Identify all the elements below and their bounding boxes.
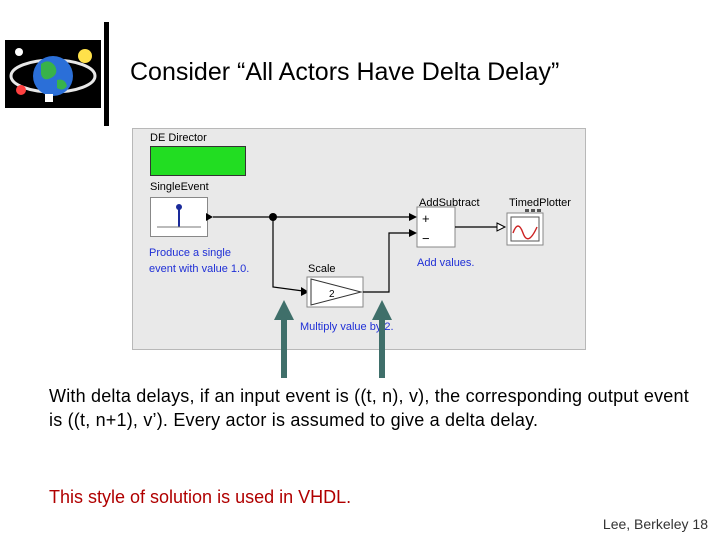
addsubtract-desc: Add values. [417,257,475,269]
single-event-desc-line1: Produce a single [149,247,231,259]
single-event-port [206,213,213,221]
slide-footer: Lee, Berkeley 18 [602,516,708,532]
left-arrow-head [274,300,294,320]
scale-desc: Multiply value by 2. [300,321,394,333]
model-diagram: DE Director SingleEvent Produce a single… [132,128,586,350]
title-divider [104,22,109,126]
body-paragraph: With delta delays, if an input event is … [49,386,689,430]
addsubtract-actor [416,206,456,248]
minus-sign: − [422,231,430,246]
slide-title: Consider “All Actors Have Delta Delay” [130,58,560,86]
single-event-dot [176,204,182,210]
globe-logo-icon [5,40,101,108]
plotter-label: TimedPlotter [509,197,571,209]
de-director-block[interactable] [150,146,246,176]
addsubtract-label: AddSubtract [419,197,480,209]
right-arrow-head [372,300,392,320]
single-event-label: SingleEvent [150,181,209,193]
single-event-desc-line2: event with value 1.0. [149,263,250,275]
director-label: DE Director [150,132,207,144]
vhdl-note: This style of solution is used in VHDL. [49,487,352,507]
plus-sign: + [422,211,430,226]
diagram-wires: 2 + − [157,204,544,308]
scale-factor: 2 [329,289,335,300]
scale-label: Scale [308,263,336,275]
